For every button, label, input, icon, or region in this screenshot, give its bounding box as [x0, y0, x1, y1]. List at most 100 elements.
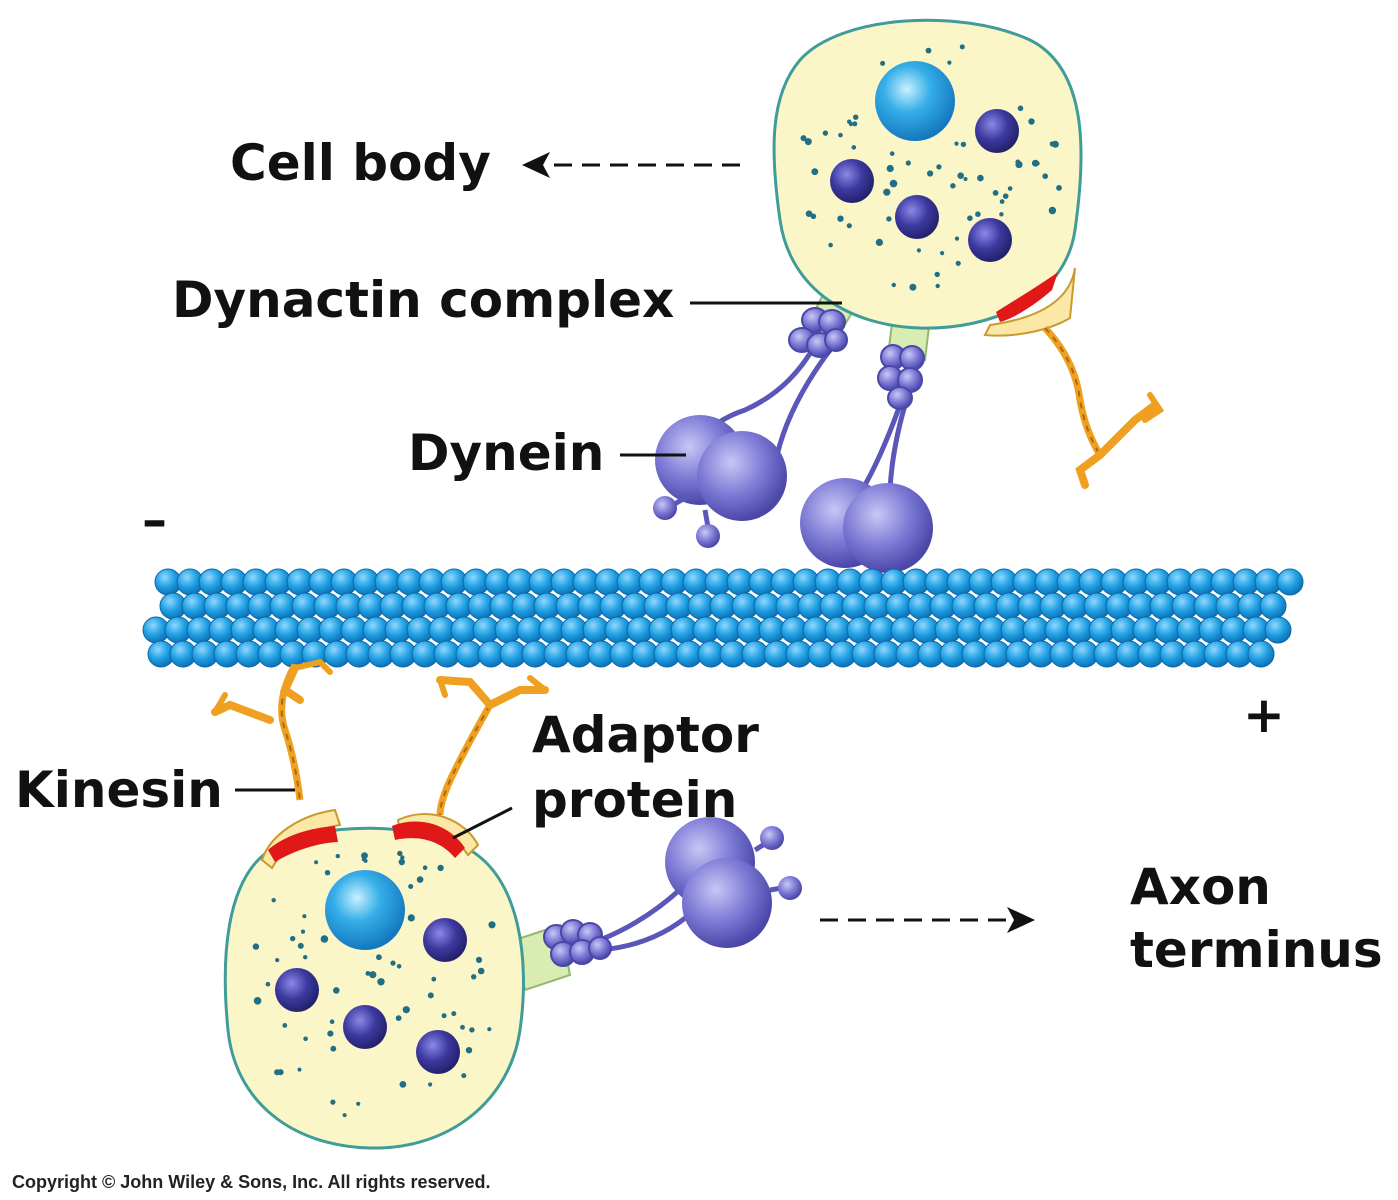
kinesin-label: Kinesin	[15, 761, 223, 819]
vesicle-dot	[925, 47, 932, 54]
vesicle-dot	[390, 960, 396, 966]
vesicle-dot	[909, 283, 917, 291]
vesicle-dot	[1015, 161, 1023, 169]
vesicle-dot	[302, 914, 307, 919]
kinesin-bottom-right	[436, 675, 549, 816]
vesicle-dot	[822, 130, 829, 136]
kinesin-top	[1042, 325, 1165, 489]
vesicle-dot	[396, 964, 402, 969]
vesicle-dot	[407, 914, 415, 922]
vesicle-dot	[376, 954, 382, 961]
vesicle-dot	[916, 248, 922, 253]
vesicle-dot	[303, 1036, 308, 1042]
vesicle-dot	[1028, 118, 1035, 125]
vesicle-dot	[252, 943, 260, 950]
organelle	[423, 918, 467, 962]
vesicle-dot	[330, 1045, 337, 1052]
vesicle-dot	[999, 199, 1005, 205]
top-vesicle	[772, 18, 1083, 362]
vesicle-dot	[274, 1069, 281, 1076]
vesicle-dot	[950, 183, 956, 189]
vesicle-dot	[967, 215, 973, 221]
axon-terminus-label-line1: Axon	[1130, 858, 1271, 916]
vesicle-dot	[853, 114, 859, 120]
vesicle-dot	[889, 151, 895, 156]
vesicle-dot	[488, 921, 496, 929]
vesicle-dot	[297, 942, 304, 949]
vesicle-dot	[955, 260, 961, 266]
vesicle-dot	[960, 141, 967, 148]
vesicle-dot	[333, 987, 340, 994]
vesicle-dot	[377, 978, 385, 986]
vesicle-dot	[282, 1023, 288, 1028]
cell-body-arrow	[522, 152, 740, 178]
dynein-motor-bound	[800, 344, 933, 573]
vesicle-dots	[252, 850, 496, 1118]
vesicle-dot	[1049, 141, 1056, 147]
vesicle-dot	[428, 1082, 433, 1087]
vesicle-dot	[999, 212, 1004, 217]
vesicle-dot	[852, 121, 858, 127]
vesicle-dot	[936, 164, 942, 170]
adaptor-protein-label-line1: Adaptor	[532, 706, 759, 764]
vesicle-dot	[1056, 185, 1062, 191]
vesicle-dot	[828, 242, 833, 248]
adaptor-leader	[452, 806, 513, 840]
vesicle-dot	[1035, 161, 1040, 166]
vesicle-dot	[851, 145, 857, 150]
adaptor-protein	[392, 821, 465, 858]
vesicle-dot	[320, 935, 329, 943]
vesicle-dot	[330, 1099, 336, 1105]
vesicle-dot	[883, 188, 891, 196]
vesicle-dot	[959, 44, 965, 50]
vesicle-dot	[335, 853, 340, 859]
vesicle-dot	[437, 864, 444, 872]
tubulin-subunit	[1247, 640, 1275, 668]
tubulin-subunit	[1276, 568, 1304, 596]
vesicle-dot	[398, 858, 405, 866]
vesicle-dot	[324, 870, 331, 876]
vesicle-dot	[471, 974, 477, 980]
vesicle-dot	[361, 852, 368, 859]
vesicle-dot	[369, 971, 377, 979]
organelle	[275, 968, 319, 1012]
vesicle-dot	[487, 1027, 492, 1032]
vesicle-dot	[290, 935, 296, 942]
vesicle-dot	[465, 1047, 473, 1054]
microtubule	[142, 568, 1304, 668]
vesicle-dot	[1002, 193, 1009, 199]
vesicle-dot	[934, 271, 940, 278]
vesicle-dot	[314, 860, 319, 865]
vesicle-dot	[886, 164, 894, 173]
organelle	[416, 1030, 460, 1074]
copyright-notice: Copyright © John Wiley & Sons, Inc. All …	[12, 1172, 491, 1192]
dynein-label: Dynein	[408, 424, 605, 482]
vesicle-dot	[431, 976, 437, 982]
vesicle-dot	[889, 179, 898, 188]
vesicle-dot	[905, 160, 911, 166]
dynactin-complex-label: Dynactin complex	[172, 271, 675, 329]
vesicle-dot	[837, 215, 844, 222]
vesicle-dot	[927, 170, 934, 177]
vesicle-dot	[846, 223, 852, 229]
vesicle-dot	[475, 956, 483, 964]
vesicle-dot	[847, 119, 852, 124]
vesicle-dot	[422, 865, 428, 870]
tubulin-subunit	[1264, 616, 1292, 644]
vesicle-dot	[957, 172, 964, 179]
vesicle-dot	[947, 60, 952, 65]
dynein-motor-bottom	[543, 817, 802, 967]
vesicle-dot	[477, 967, 485, 975]
vesicle-dot	[395, 1015, 402, 1021]
vesicle-dot	[300, 929, 306, 934]
vesicle-dot	[469, 1027, 475, 1033]
cell-body-label: Cell body	[230, 134, 491, 192]
vesicle-dot	[365, 971, 371, 976]
vesicle-dot	[460, 1024, 465, 1030]
vesicle-dot	[1017, 105, 1024, 112]
plus-end-label: +	[1243, 686, 1285, 744]
vesicle-dot	[963, 177, 968, 181]
vesicle-dot	[935, 283, 940, 289]
vesicle-dot	[253, 997, 262, 1005]
